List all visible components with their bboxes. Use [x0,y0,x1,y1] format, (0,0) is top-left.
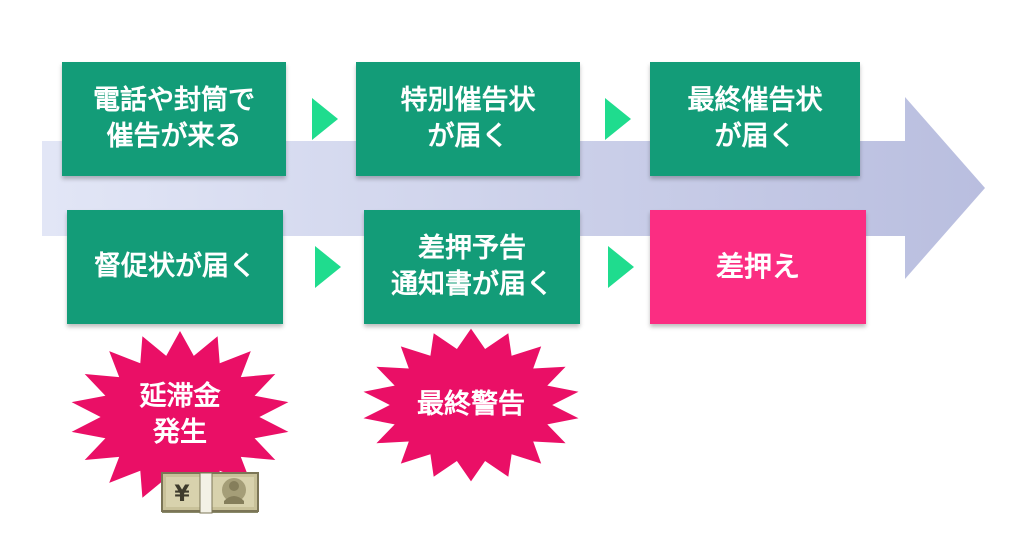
step-phone-letter-notice: 電話や封筒で 催告が来る [62,62,286,176]
yen-symbol: ¥ [174,482,190,507]
chevron-right-icon [605,98,631,140]
step-line: が届く [714,121,796,152]
chevron-right-icon [608,246,634,288]
step-line: 督促状が届く [94,251,256,282]
step-final-notice: 最終催告状 が届く [650,62,860,176]
step-special-notice: 特別催告状 が届く [356,62,580,176]
step-seizure: 差押え [650,210,866,324]
starburst-final-warning [363,328,579,482]
burst-final-warning-text: 最終警告 [396,383,546,427]
step-line: 最終催告状 [687,85,823,116]
step-line: 催告が来る [106,121,242,152]
step-line: 電話や封筒で [93,85,255,116]
step-demand-letter: 督促状が届く [67,210,283,324]
burst-line: 最終警告 [417,389,525,420]
step-seizure-warning: 差押予告 通知書が届く [364,210,580,324]
step-line: 差押え [715,250,800,283]
step-line: 特別催告状 [400,85,536,116]
chevron-right-icon [312,98,338,140]
starburst-shape [363,328,579,482]
yen-banknote-icon: ¥ [161,472,259,514]
starburst-shape [71,331,289,503]
step-line: が届く [427,121,509,152]
step-line: 通知書が届く [391,269,553,300]
burst-late-fee-text: 延滞金 発生 [115,370,245,460]
burst-line: 延滞金 [139,381,221,412]
step-line: 差押予告 [418,233,526,264]
starburst-late-fee [71,331,289,503]
burst-line: 発生 [153,417,207,448]
chevron-right-icon [315,246,341,288]
